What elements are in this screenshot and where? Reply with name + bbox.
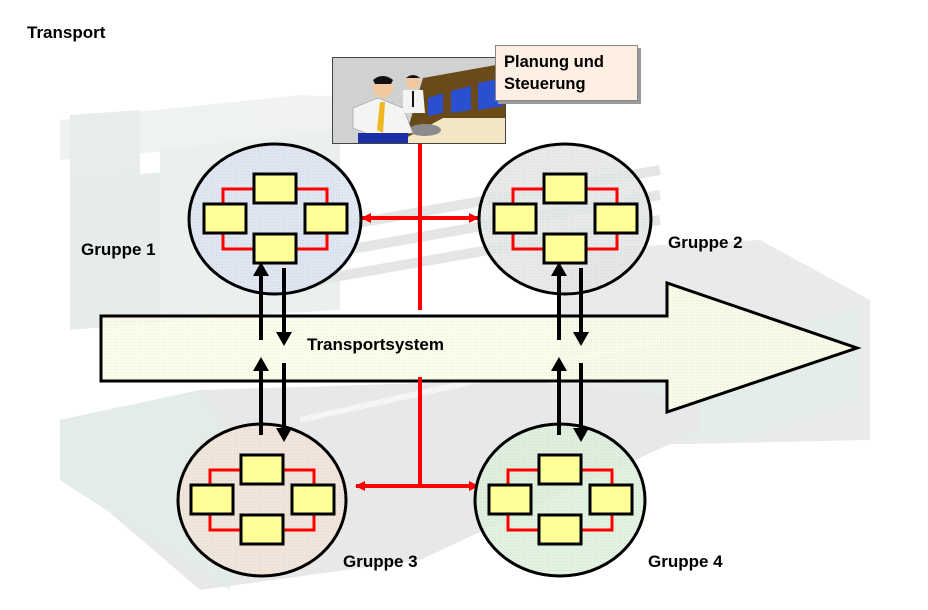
- group-node: [202, 202, 248, 235]
- control-room-image: [332, 57, 506, 144]
- group-2-label: Gruppe 2: [668, 233, 743, 252]
- group-node: [252, 232, 298, 265]
- control-links: [355, 144, 479, 491]
- group-node: [537, 453, 583, 486]
- callout-line-2: Steuerung: [504, 75, 586, 93]
- group-1-label: Gruppe 1: [81, 240, 156, 259]
- page-title: Transport: [27, 23, 106, 42]
- group-3-label: Gruppe 3: [343, 552, 418, 571]
- planning-control-callout: Planung und Steuerung: [495, 45, 638, 101]
- group-node: [492, 202, 538, 235]
- transfer-arrows: [253, 262, 589, 442]
- transport-system-arrow: [99, 280, 862, 415]
- arrow-down-from-group-2: [573, 268, 589, 346]
- arrow-down-from-group-1: [276, 268, 292, 346]
- group-node: [487, 483, 533, 516]
- group-node: [252, 172, 298, 205]
- group-3: [176, 422, 348, 578]
- arrow-up-from-group-4: [551, 357, 567, 435]
- arrow-up-from-group-3: [253, 357, 269, 435]
- group-node: [239, 513, 285, 546]
- group-node: [537, 513, 583, 546]
- callout-line-1: Planung und: [504, 53, 604, 71]
- group-node: [588, 483, 634, 516]
- arrow-down-to-group-3: [276, 378, 292, 442]
- group-node: [593, 202, 639, 235]
- arrow-down-to-group-4: [573, 378, 589, 442]
- transport-system-label: Transportsystem: [307, 335, 444, 354]
- group-4-label: Gruppe 4: [648, 552, 723, 571]
- group-node: [239, 453, 285, 486]
- group-node: [290, 483, 336, 516]
- arrow-up-to-group-1: [253, 262, 269, 340]
- group-node: [542, 232, 588, 265]
- group-node: [303, 202, 349, 235]
- group-4: [473, 422, 647, 578]
- operator-icon: [333, 58, 505, 143]
- group-node: [189, 483, 235, 516]
- group-node: [542, 172, 588, 205]
- group-1: [187, 142, 363, 296]
- group-2: [477, 142, 653, 296]
- arrow-up-to-group-2: [551, 262, 567, 340]
